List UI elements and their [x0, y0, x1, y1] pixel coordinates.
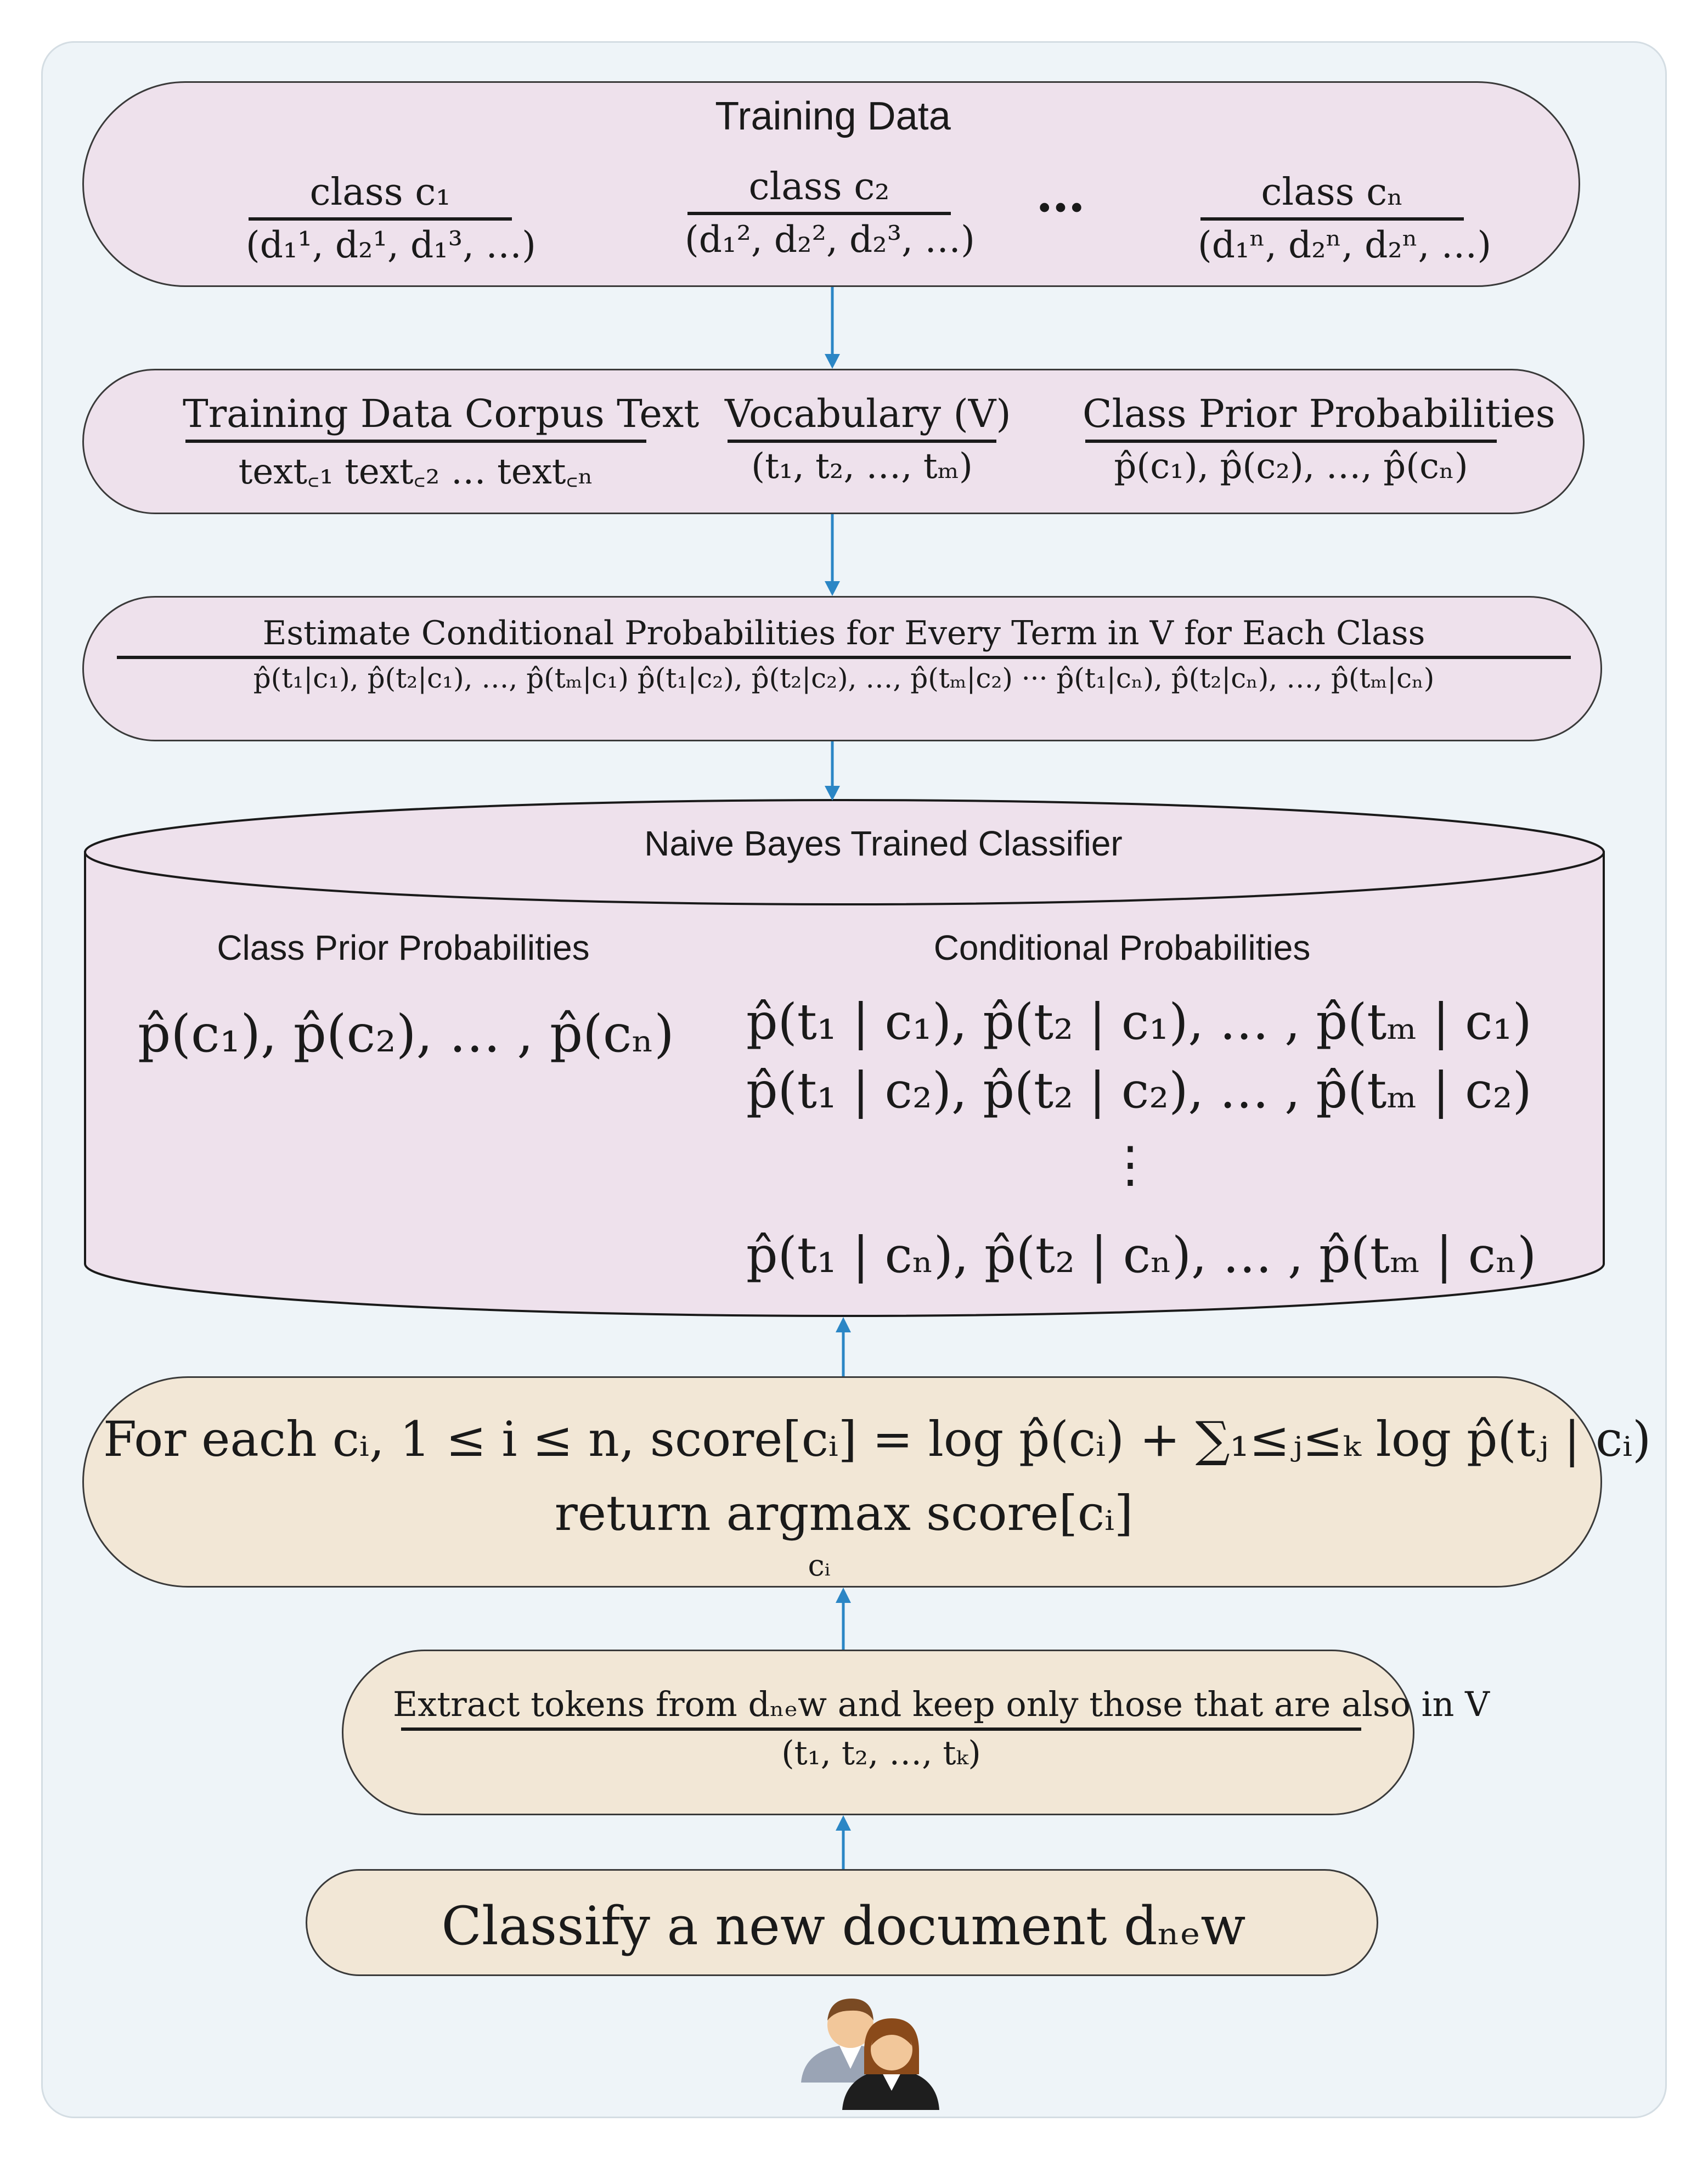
- extract-items: (t₁, t₂, …, tₖ): [781, 1734, 981, 1772]
- conditional-rule: [117, 656, 1571, 659]
- prior-rule: [1085, 440, 1497, 443]
- scoring-box: For each cᵢ, 1 ≤ i ≤ n, score[cᵢ] = log …: [82, 1376, 1651, 1588]
- class-cn-cell: class cₙ (d₁ⁿ, d₂ⁿ, d₂ⁿ, …): [1198, 171, 1492, 266]
- conditional-cell: Estimate Conditional Probabilities for E…: [109, 614, 1579, 694]
- extract-box: Extract tokens from dₙₑw and keep only t…: [342, 1650, 1490, 1815]
- vocab-rule: [728, 440, 996, 443]
- classes-ellipsis: …: [1036, 165, 1085, 223]
- vocab-cell: Vocabulary (V) (t₁, t₂, …, tₘ): [725, 391, 1011, 487]
- classifier-title: Naive Bayes Trained Classifier: [644, 824, 1123, 863]
- scoring-line-2: return argmax score[cᵢ]: [554, 1485, 1134, 1541]
- corpus-rule: [185, 440, 646, 443]
- class-c1-rule: [249, 217, 512, 221]
- class-cn-rule: [1200, 217, 1464, 221]
- conditional-items: p̂(t₁|c₁), p̂(t₂|c₁), …, p̂(tₘ|c₁) p̂(t₁…: [253, 662, 1435, 694]
- scoring-argmax-sub: cᵢ: [808, 1548, 831, 1583]
- classifier-cond-vdots: ⋮: [1106, 1136, 1155, 1194]
- corpus-title: Training Data Corpus Text: [183, 391, 700, 436]
- arrow-conditional-to-classifier-head: [825, 786, 840, 801]
- class-c1-label: class c₁: [309, 171, 451, 214]
- corpus-cell: Training Data Corpus Text text꜀₁ text꜀₂ …: [183, 391, 700, 494]
- conditional-title: Estimate Conditional Probabilities for E…: [262, 614, 1425, 652]
- class-c1-docs: (d₁¹, d₂¹, d₁³, …): [246, 224, 536, 266]
- class-cn-label: class cₙ: [1261, 171, 1403, 214]
- classify-label: Classify a new document dₙₑw: [441, 1895, 1246, 1957]
- class-c2-rule: [687, 212, 951, 215]
- cylinder-top: [84, 799, 1605, 905]
- class-c2-docs: (d₁², d₂², d₂³, …): [685, 218, 975, 261]
- scoring-line-1: For each cᵢ, 1 ≤ i ≤ n, score[cᵢ] = log …: [103, 1411, 1651, 1467]
- arrow-corpus-to-conditional-head: [825, 581, 840, 596]
- class-cn-docs: (d₁ⁿ, d₂ⁿ, d₂ⁿ, …): [1198, 224, 1492, 266]
- conditional-box: Estimate Conditional Probabilities for E…: [82, 596, 1602, 741]
- vocab-items: (t₁, t₂, …, tₘ): [751, 446, 973, 487]
- classifier-cond-row-2: p̂(t₁ | c₂), p̂(t₂ | c₂), … , p̂(tₘ | c₂…: [746, 1062, 1532, 1119]
- arrow-classify-to-extract-head: [836, 1815, 851, 1831]
- corpus-items: text꜀₁ text꜀₂ … text꜀ₙ: [238, 452, 594, 492]
- extract-cell: Extract tokens from dₙₑw and keep only t…: [393, 1684, 1490, 1772]
- classifier-prior-formula: p̂(c₁), p̂(c₂), … , p̂(cₙ): [138, 1004, 674, 1064]
- arrow-extract-to-scoring-head: [836, 1588, 851, 1603]
- classifier-cond-row-n: p̂(t₁ | cₙ), p̂(t₂ | cₙ), … , p̂(tₘ | cₙ…: [746, 1226, 1537, 1284]
- prior-cell: Class Prior Probabilities p̂(c₁), p̂(c₂)…: [1083, 391, 1555, 487]
- corpus-box: Training Data Corpus Text text꜀₁ text꜀₂ …: [82, 369, 1585, 514]
- prior-title: Class Prior Probabilities: [1083, 391, 1555, 436]
- extract-rule: [401, 1727, 1361, 1731]
- classifier-prior-title: Class Prior Probabilities: [217, 928, 590, 967]
- classifier-cond-title: Conditional Probabilities: [933, 928, 1311, 967]
- prior-items: p̂(c₁), p̂(c₂), …, p̂(cₙ): [1114, 446, 1468, 487]
- training-data-box: Training Data class c₁ (d₁¹, d₂¹, d₁³, ……: [82, 81, 1580, 287]
- cylinder-body: [84, 851, 1605, 1317]
- classifier-cond-row-1: p̂(t₁ | c₁), p̂(t₂ | c₁), … , p̂(tₘ | c₁…: [746, 993, 1532, 1051]
- arrow-training-to-corpus-head: [825, 354, 840, 369]
- vocab-title: Vocabulary (V): [725, 391, 1011, 436]
- class-c2-label: class c₂: [748, 165, 890, 209]
- arrow-scoring-to-classifier-head: [836, 1317, 851, 1332]
- extract-title: Extract tokens from dₙₑw and keep only t…: [393, 1684, 1490, 1724]
- class-c2-cell: class c₂ (d₁², d₂², d₂³, …): [685, 165, 975, 261]
- training-data-title: Training Data: [715, 94, 951, 138]
- class-c1-cell: class c₁ (d₁¹, d₂¹, d₁³, …): [246, 171, 536, 266]
- classify-box: Classify a new document dₙₑw: [306, 1869, 1378, 1976]
